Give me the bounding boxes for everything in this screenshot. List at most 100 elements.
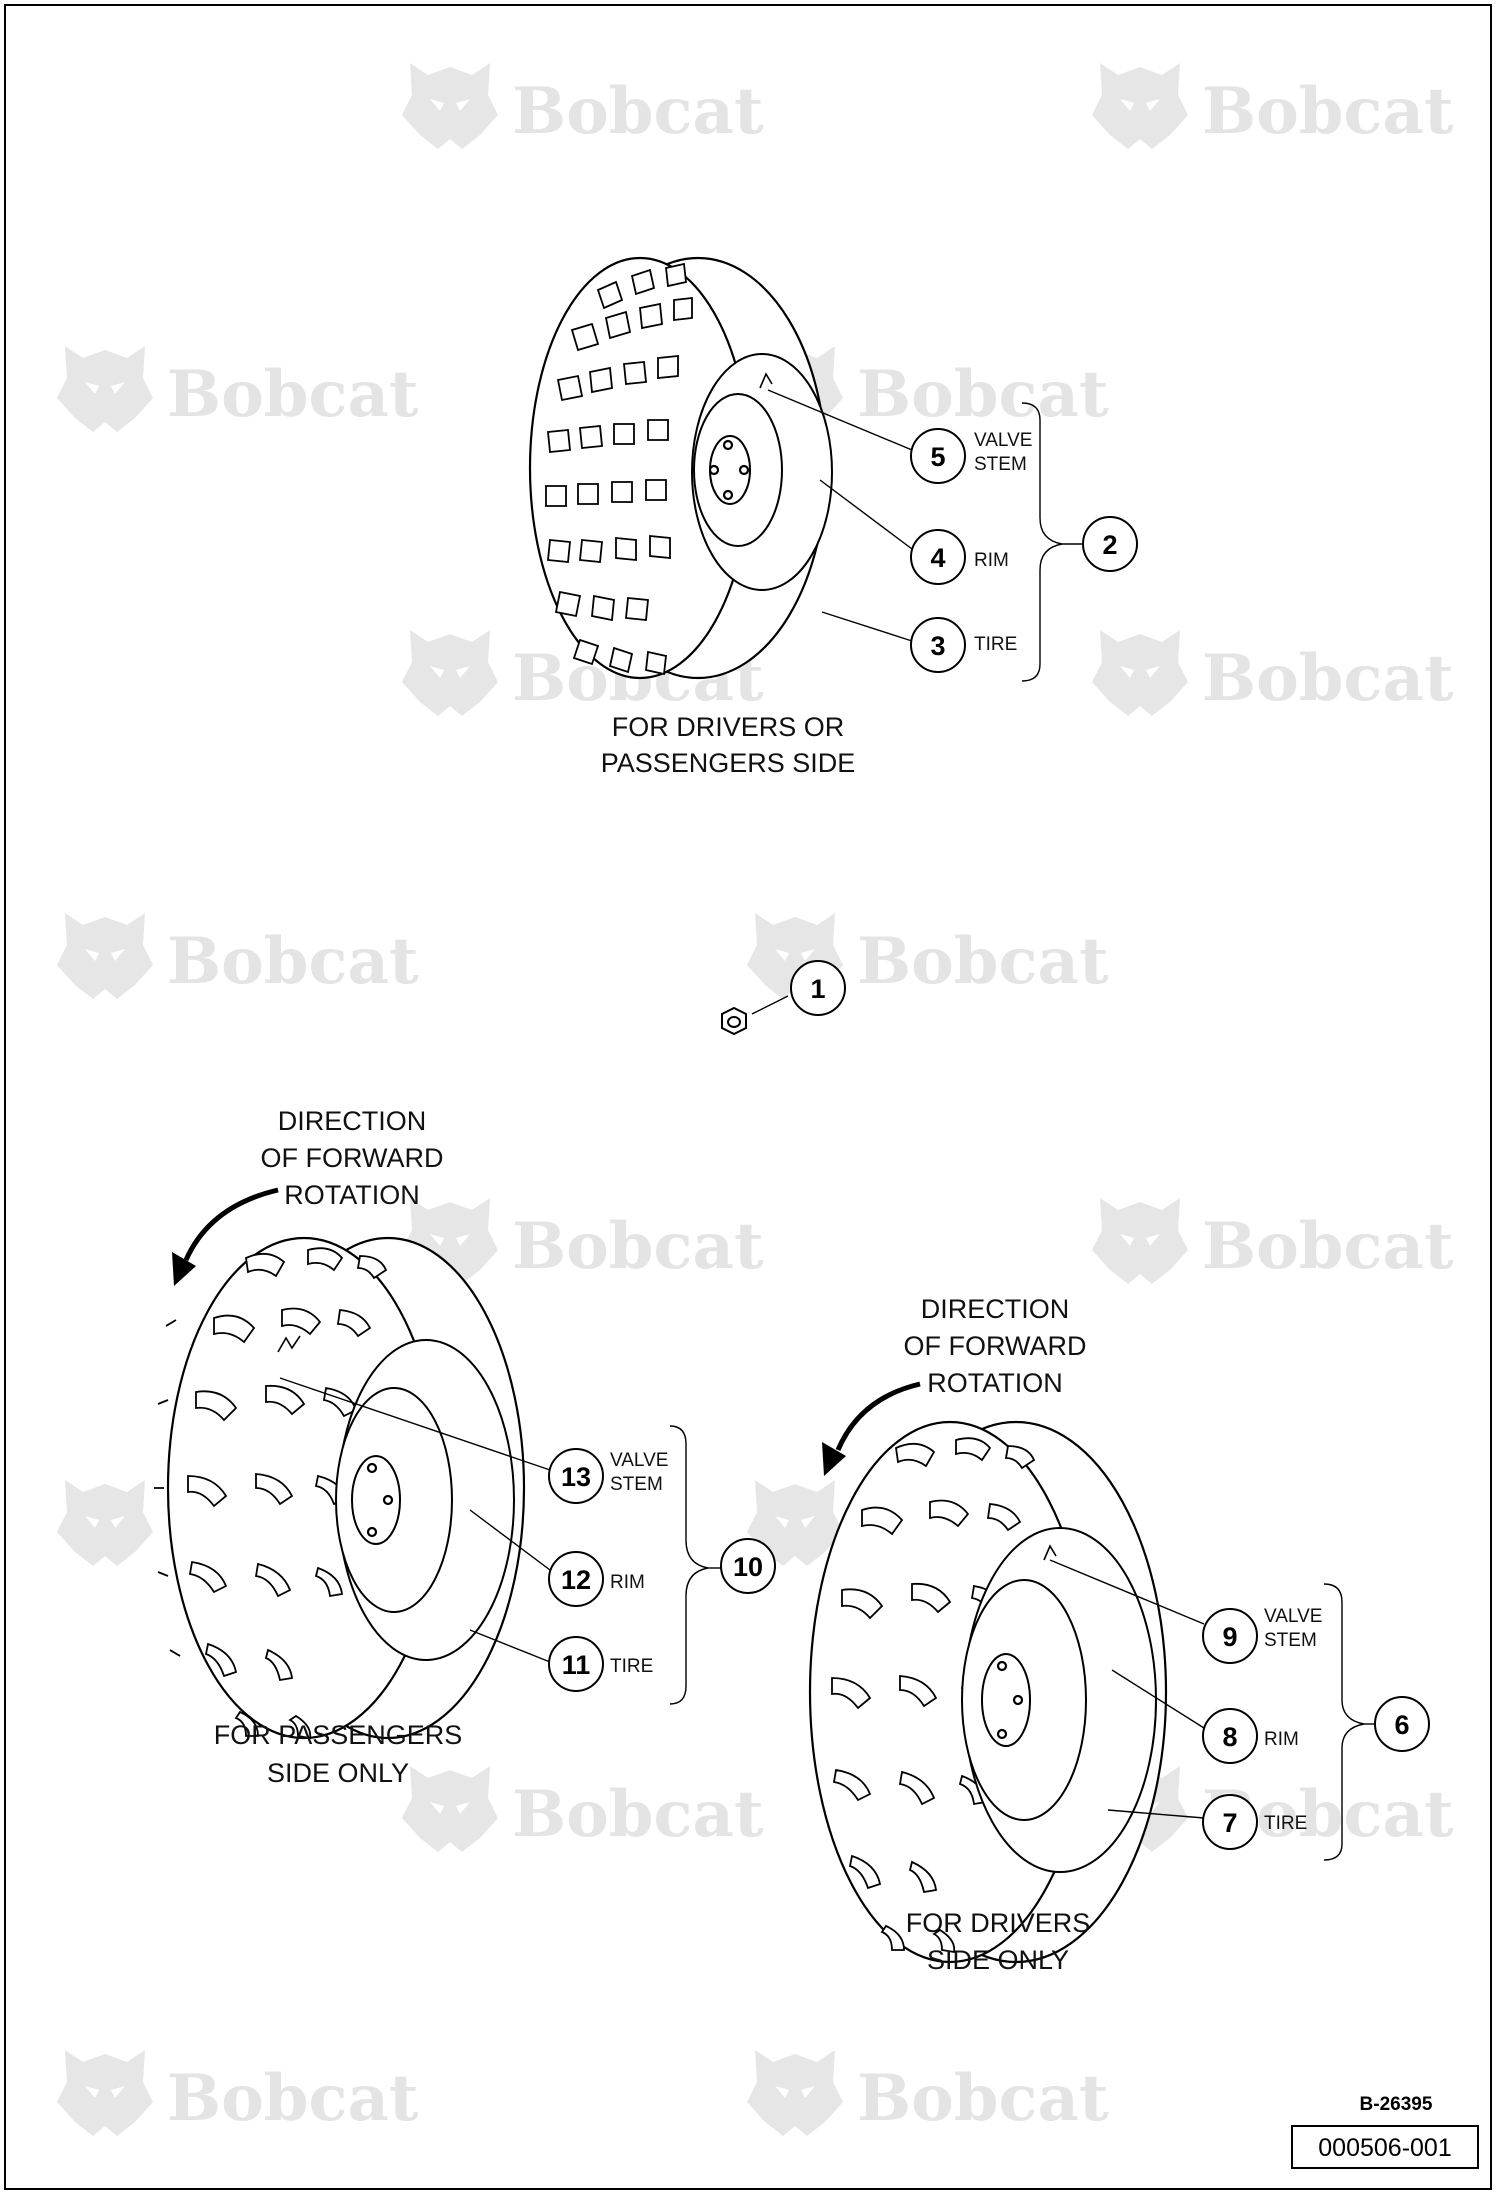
watermark-text: Bobcat: [167, 2061, 419, 2136]
nut-icon: [721, 1006, 747, 1036]
wheel-assembly-passenger: DIRECTION OF FORWARD ROTATION: [154, 1106, 776, 1788]
wheel-nut: 1: [721, 960, 846, 1036]
wheel-assembly-top: 5 VALVE STEM 4 RIM 3 TIRE 2 FOR DRIVERS …: [528, 256, 1138, 778]
callout-number: 5: [930, 442, 945, 472]
callout-number: 11: [562, 1650, 591, 1680]
callout-number: 3: [930, 631, 945, 661]
callout-10: 10: [720, 1538, 776, 1594]
watermark: Bobcat: [1092, 1198, 1454, 1284]
callout-number: 12: [561, 1565, 591, 1595]
callout-3: 3: [910, 617, 966, 673]
watermark-text: Bobcat: [1202, 1209, 1454, 1284]
watermark: Bobcat: [747, 346, 1109, 432]
watermark: Bobcat: [1092, 63, 1454, 149]
watermark-text: Bobcat: [512, 74, 764, 149]
callout-2: 2: [1082, 516, 1138, 572]
bobcat-logo-icon: [402, 63, 498, 149]
tire-top-icon: [528, 256, 833, 680]
bobcat-logo-icon: [57, 2050, 153, 2136]
callout-9: 9: [1202, 1608, 1258, 1664]
tire-passenger-icon: [154, 1236, 526, 1740]
label-stem: STEM: [610, 1474, 663, 1495]
caption-top-line2: PASSENGERS SIDE: [601, 748, 856, 778]
label-rim: RIM: [1264, 1729, 1299, 1750]
callout-number: 4: [930, 543, 945, 573]
bobcat-logo-icon: [747, 2050, 843, 2136]
rotation-arrow-icon: [172, 1187, 279, 1286]
bobcat-logo-icon: [1092, 630, 1188, 716]
watermark-text: Bobcat: [1202, 74, 1454, 149]
callout-7: 7: [1202, 1794, 1258, 1850]
wheel-assembly-driver: DIRECTION OF FORWARD ROTATION: [808, 1294, 1430, 1975]
callout-number: 10: [733, 1552, 763, 1582]
watermark: Bobcat: [57, 2050, 419, 2136]
callout-8: 8: [1202, 1708, 1258, 1764]
watermark: Bobcat: [1092, 630, 1454, 716]
label-stem: STEM: [1264, 1630, 1317, 1651]
tire-driver-icon: [808, 1420, 1168, 1964]
watermark-text: Bobcat: [857, 2061, 1109, 2136]
direction-line2: OF FORWARD: [904, 1331, 1087, 1361]
callout-6: 6: [1374, 1696, 1430, 1752]
callout-number: 9: [1222, 1622, 1237, 1652]
watermark-text: Bobcat: [512, 1777, 764, 1852]
callout-number: 7: [1222, 1808, 1237, 1838]
watermark-layer: Bobcat Bobcat Bobcat Bobcat Bobcat Bobca…: [57, 63, 1454, 2136]
direction-line1: DIRECTION: [921, 1294, 1070, 1324]
figure-reference: B-26395: [1360, 2094, 1433, 2115]
watermark: Bobcat: [57, 913, 419, 999]
label-tire: TIRE: [610, 1656, 653, 1677]
direction-line2: OF FORWARD: [261, 1143, 444, 1173]
bobcat-logo-icon: [57, 1480, 153, 1566]
watermark-text: Bobcat: [167, 924, 419, 999]
watermark: Bobcat: [402, 63, 764, 149]
doc-number-box: 000506-001: [1291, 2125, 1479, 2169]
bobcat-logo-icon: [57, 913, 153, 999]
bobcat-logo-icon: [1092, 63, 1188, 149]
label-stem: STEM: [974, 454, 1027, 475]
watermark: Bobcat: [747, 2050, 1109, 2136]
direction-line3: ROTATION: [927, 1368, 1063, 1398]
caption-driver-line1: FOR DRIVERS: [906, 1908, 1091, 1938]
callout-4: 4: [910, 529, 966, 585]
label-tire: TIRE: [1264, 1813, 1307, 1834]
caption-passenger-line1: FOR PASSENGERS: [214, 1720, 463, 1750]
caption-passenger-line2: SIDE ONLY: [267, 1758, 409, 1788]
label-valve: VALVE: [610, 1450, 668, 1471]
watermark-text: Bobcat: [167, 357, 419, 432]
label-rim: RIM: [610, 1572, 645, 1593]
leader-lines-top: [767, 389, 1086, 682]
watermark-text: Bobcat: [1202, 641, 1454, 716]
rotation-arrow-icon: [822, 1381, 921, 1476]
callout-number: 6: [1394, 1710, 1409, 1740]
caption-top-line1: FOR DRIVERS OR: [612, 712, 845, 742]
callout-number: 2: [1102, 530, 1117, 560]
callout-number: 13: [561, 1462, 591, 1492]
label-rim: RIM: [974, 550, 1009, 571]
label-tire: TIRE: [974, 634, 1017, 655]
callout-12: 12: [548, 1551, 604, 1607]
bobcat-logo-icon: [402, 630, 498, 716]
caption-driver-line2: SIDE ONLY: [927, 1945, 1069, 1975]
page-frame: [4, 4, 1492, 2190]
bobcat-logo-icon: [402, 1766, 498, 1852]
watermark-text: Bobcat: [512, 1209, 764, 1284]
label-valve: VALVE: [974, 430, 1032, 451]
watermark: Bobcat: [747, 913, 1109, 999]
leader-lines-driver: [1049, 1559, 1376, 1861]
direction-line3: ROTATION: [284, 1180, 420, 1210]
bobcat-logo-icon: [1092, 1198, 1188, 1284]
callout-number: 1: [810, 974, 825, 1004]
watermark-text: Bobcat: [857, 924, 1109, 999]
watermark-text: Bobcat: [857, 357, 1109, 432]
callout-13: 13: [548, 1448, 604, 1504]
doc-number: 000506-001: [1318, 2134, 1451, 2162]
callout-5: 5: [910, 428, 966, 484]
callout-11: 11: [548, 1636, 604, 1692]
leader-lines-passenger: [279, 1377, 722, 1705]
label-valve: VALVE: [1264, 1606, 1322, 1627]
callout-1: 1: [790, 960, 846, 1016]
watermark: Bobcat: [402, 1766, 764, 1852]
watermark: Bobcat: [402, 1198, 764, 1284]
